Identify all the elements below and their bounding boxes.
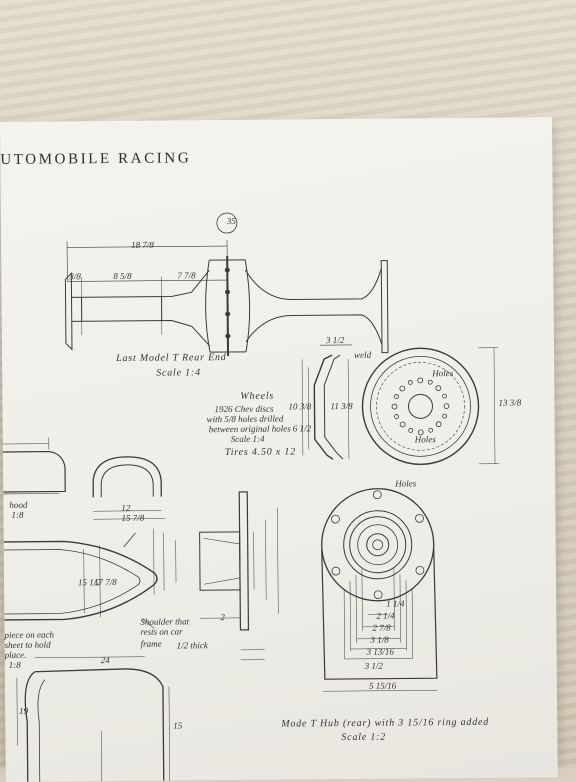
wheel-dim-h3: 6 1/2	[293, 423, 311, 433]
chassis-drawing	[17, 657, 170, 782]
dim-left: 3/8	[69, 271, 81, 281]
piece-line1: piece on each	[4, 630, 54, 640]
piece-line3: place.	[5, 650, 27, 660]
hub-dim-e: 3 13/16	[367, 647, 394, 657]
holes-label-c: Holes	[395, 478, 416, 488]
wheels-line1: 1926 Chev discs	[214, 404, 273, 415]
tires-label: Tires 4.50 x 12	[225, 447, 296, 458]
hub-dim-c: 2 7/8	[372, 623, 390, 633]
hub-dim-f: 3 1/2	[365, 661, 383, 671]
hood-label: hood	[9, 500, 27, 510]
wheel-dim-h2: 11 3/8	[330, 401, 352, 411]
hood-drawing	[3, 437, 65, 494]
piece-scale: 1:8	[9, 660, 21, 670]
wheel-dim-side: 13 3/8	[498, 397, 521, 407]
wheel-dim-h1: 10 3/8	[288, 401, 311, 411]
wheels-scale: Scale 1:4	[231, 434, 265, 444]
wheel-dim-top: 3 1/2	[326, 335, 344, 345]
piece-line2: sheet to hold	[5, 640, 51, 650]
dim-2: 2	[220, 612, 225, 622]
rear-end-title: Last Model T Rear End	[116, 353, 227, 364]
shoulder-thick: 1/2 thick	[177, 640, 208, 650]
shoulder-line1: Shoulder that	[140, 616, 189, 626]
hub-scale: Scale 1:2	[341, 733, 386, 743]
wheels-line3: between original holes	[209, 423, 291, 434]
dim-overall: 18 7/8	[131, 240, 154, 250]
wheels-line2: with 5/8 holes drilled	[207, 414, 284, 425]
hood-scale: 1:8	[11, 510, 23, 520]
shoulder-line3: frame	[141, 639, 162, 649]
page-number: 35	[227, 216, 236, 226]
hub-dim-d: 3 1/8	[370, 635, 388, 645]
body-dim2: 17 7/8	[94, 577, 117, 587]
bend-dim1: 12	[121, 503, 130, 513]
hub-title: Mode T Hub (rear) with 3 15/16 ring adde…	[281, 718, 489, 730]
dim-15: 15	[173, 720, 182, 730]
dim-24: 24	[101, 655, 110, 665]
drawing-sheet: UTOMOBILE RACING	[0, 117, 558, 782]
dim-mid2: 7 7/8	[177, 270, 195, 280]
dim-mid1: 8 5/8	[113, 271, 131, 281]
rear-end-scale: Scale 1:4	[156, 368, 201, 378]
bend-dim2: 15 7/8	[121, 513, 144, 523]
hub-dim-b: 2 1/4	[376, 611, 394, 621]
holes-label-b: Holes	[415, 434, 436, 444]
hub-dim-bottom: 5 15/16	[369, 681, 396, 691]
shoulder-line2: rests on car	[140, 626, 182, 636]
holes-label-a: Holes	[432, 368, 453, 378]
dim-19: 19	[19, 706, 28, 716]
hub-dim-a: 1 1/4	[386, 598, 404, 608]
weld-label: weld	[354, 350, 371, 360]
wheels-title: Wheels	[240, 392, 274, 402]
